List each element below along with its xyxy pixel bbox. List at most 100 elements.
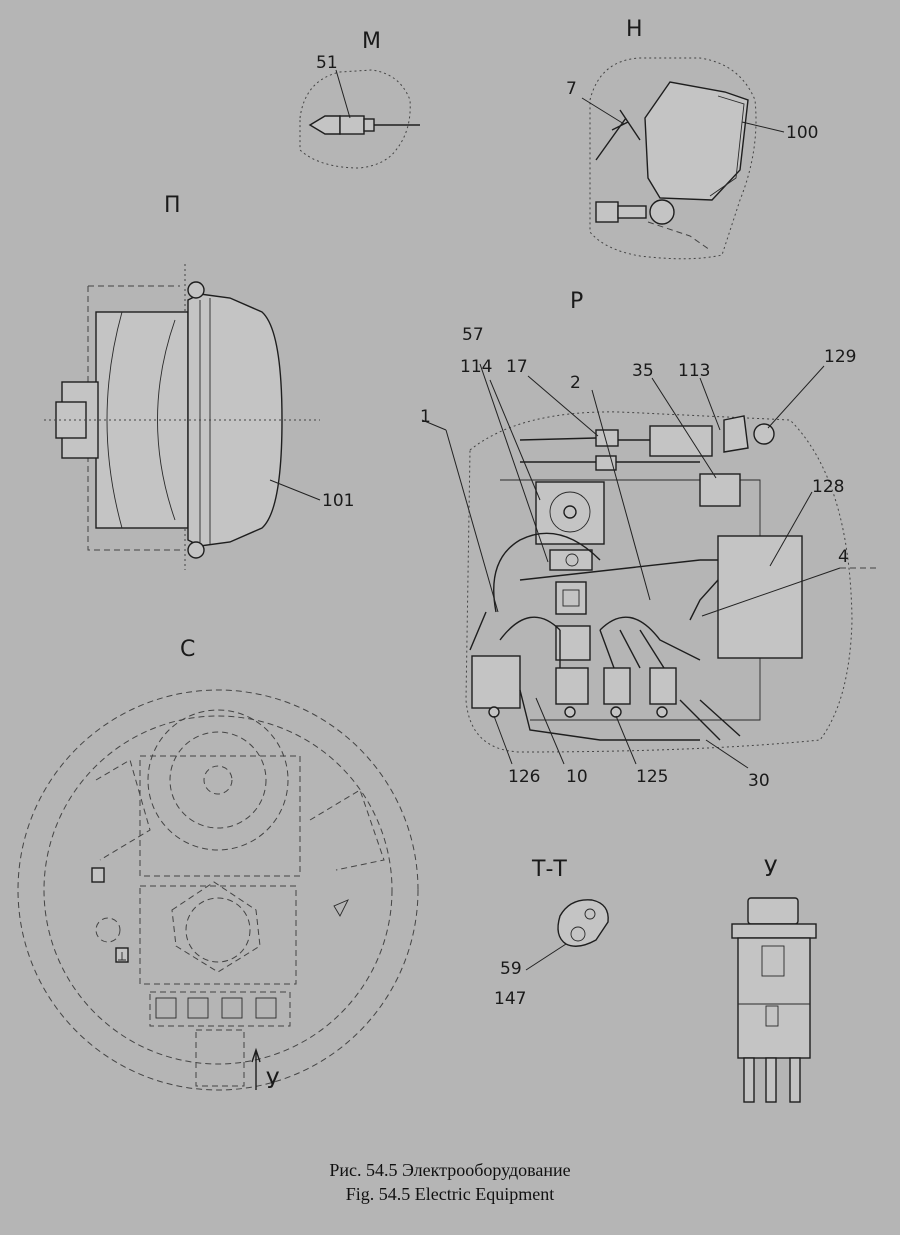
bulb-socket-113: [649, 425, 713, 457]
steering-column: [195, 1029, 245, 1087]
callout-17: 17: [506, 357, 528, 377]
caption-en: Fig. 54.5 Electric Equipment: [345, 1184, 555, 1204]
connector-collar: [363, 118, 375, 132]
switch-4: [255, 997, 277, 1019]
leader-100: [741, 121, 785, 133]
mount-ear-top: [187, 281, 205, 299]
view-arrow-u-head: [251, 1047, 261, 1063]
leader-17: [527, 375, 599, 437]
view-r: Р 57 114 17 2: [420, 289, 876, 791]
indicator-block-1: [555, 581, 587, 615]
leader-51: [335, 69, 351, 119]
small-switch: [549, 549, 593, 571]
leader-4: [701, 567, 841, 617]
gauge-hub: [203, 765, 233, 795]
callout-114: 114: [460, 357, 492, 377]
connector-body: [339, 115, 365, 135]
right-control-icon: [333, 899, 349, 917]
view-u-label: У: [764, 857, 778, 882]
view-u: У: [731, 857, 817, 1103]
switch-3: [221, 997, 243, 1019]
view-n-outline: [589, 57, 757, 260]
wire-harness: [493, 532, 718, 661]
switch-1: [155, 997, 177, 1019]
steering-center: [185, 897, 251, 963]
view-p-label: П: [164, 193, 181, 218]
view-s-label: С: [180, 637, 195, 662]
leader-57: [479, 363, 549, 563]
switch-129-knob: [753, 423, 775, 445]
relay-wires: [559, 579, 719, 669]
leader-126: [493, 715, 513, 765]
tt-hole-1: [584, 908, 596, 920]
switch-2: [187, 997, 209, 1019]
callout-1: 1: [420, 407, 431, 427]
housing-hidden: [87, 285, 180, 551]
reflector-arc-2: [157, 319, 176, 521]
callout-4: 4: [838, 547, 849, 567]
callout-126: 126: [508, 767, 540, 787]
spoke-right-upper: [309, 789, 385, 871]
relay-125-nut: [610, 706, 622, 718]
view-tt: Т-Т 59 147: [494, 857, 609, 1009]
callout-128: 128: [812, 477, 844, 497]
left-control: [95, 917, 121, 943]
callout-113: 113: [678, 361, 710, 381]
callout-35: 35: [632, 361, 654, 381]
spoke-left-upper: [95, 759, 151, 861]
relay-10-nut: [564, 706, 576, 718]
callout-100: 100: [786, 123, 818, 143]
leader-59: [525, 943, 567, 971]
relay-right-nut: [656, 706, 668, 718]
callout-51: 51: [316, 53, 338, 73]
leader-30: [705, 739, 749, 769]
switch-u-pin-2: [765, 1057, 777, 1103]
view-n-label: Н: [626, 17, 643, 42]
leader-125: [615, 715, 637, 765]
tt-hole-2: [570, 926, 586, 942]
round-switch-knob: [563, 505, 577, 519]
lamp-bracket: [611, 109, 641, 141]
switch-u-body: [737, 937, 811, 1059]
leader-129: [767, 365, 825, 429]
lamp-hidden-line: [647, 221, 711, 251]
view-n: Н 7 100: [566, 17, 818, 260]
switch-row: [149, 991, 291, 1027]
callout-2: 2: [570, 373, 581, 393]
small-switch-center: [565, 553, 579, 567]
round-switch: [549, 491, 591, 533]
leader-10: [535, 697, 565, 765]
switch-129-body: [723, 415, 749, 453]
fuse-35: [699, 473, 741, 507]
switch-u-slot: [765, 1005, 779, 1027]
lamp-bolt: [617, 205, 647, 219]
relay-10: [555, 667, 589, 705]
connector-tip: [308, 115, 341, 135]
leader-1: [445, 429, 499, 613]
callout-7: 7: [566, 79, 577, 99]
view-r-label: Р: [570, 289, 583, 314]
wire-left: [469, 611, 487, 651]
lamp-switch-59: [91, 867, 105, 883]
callout-125: 125: [636, 767, 668, 787]
arrow-label-u: У: [266, 1069, 280, 1094]
view-m: М 51: [299, 29, 420, 169]
tt-switch-body: [557, 899, 609, 947]
mount-ear-bottom: [187, 541, 205, 559]
switch-u-pin-1: [743, 1057, 755, 1103]
caption-ru: Рис. 54.5 Электрооборудование: [329, 1160, 571, 1180]
leader-7: [581, 97, 625, 125]
relay-126-nut: [488, 706, 500, 718]
callout-30: 30: [748, 771, 770, 791]
leader-128: [769, 491, 813, 567]
gauge-outer: [147, 709, 289, 851]
indicator-block-2: [555, 625, 591, 661]
gauge-inner: [169, 731, 267, 829]
lamp-pivot: [649, 199, 675, 225]
switch-u-collar: [731, 923, 817, 939]
hub-box: [139, 885, 297, 985]
callout-101: 101: [322, 491, 354, 511]
switch-u-window: [761, 945, 785, 977]
view-tt-label: Т-Т: [531, 857, 567, 882]
